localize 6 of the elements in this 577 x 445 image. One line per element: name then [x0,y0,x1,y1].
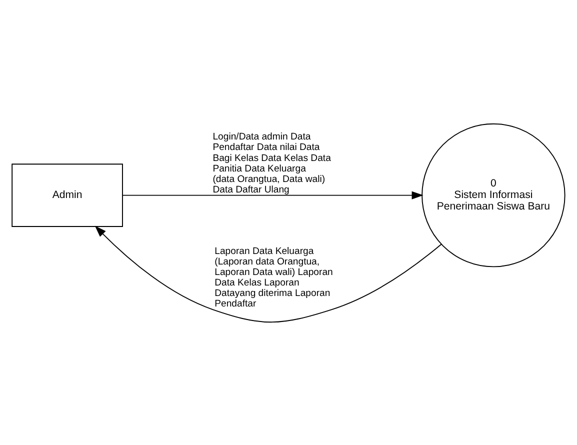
edge-label: Laporan Data Keluarga (Laporan data Orangtua, Laporan Data wali) Laporan Data Kelas Laporan Datayang diterima Laporan Pendaftar [214,245,333,310]
arrow [94,225,442,322]
edge-label: Login/Data admin Data Pendaftar Data nilai Data Bagi Kelas Data Kelas Data Panitia Data Keluarga (data Orangtua, Data wali) Data Daftar Ulang [212,131,331,195]
node-circle: 0 Sistem Informasi Penerimaan Siswa Baru [422,122,566,267]
arrow [122,190,424,199]
node-box: Admin [12,163,123,226]
